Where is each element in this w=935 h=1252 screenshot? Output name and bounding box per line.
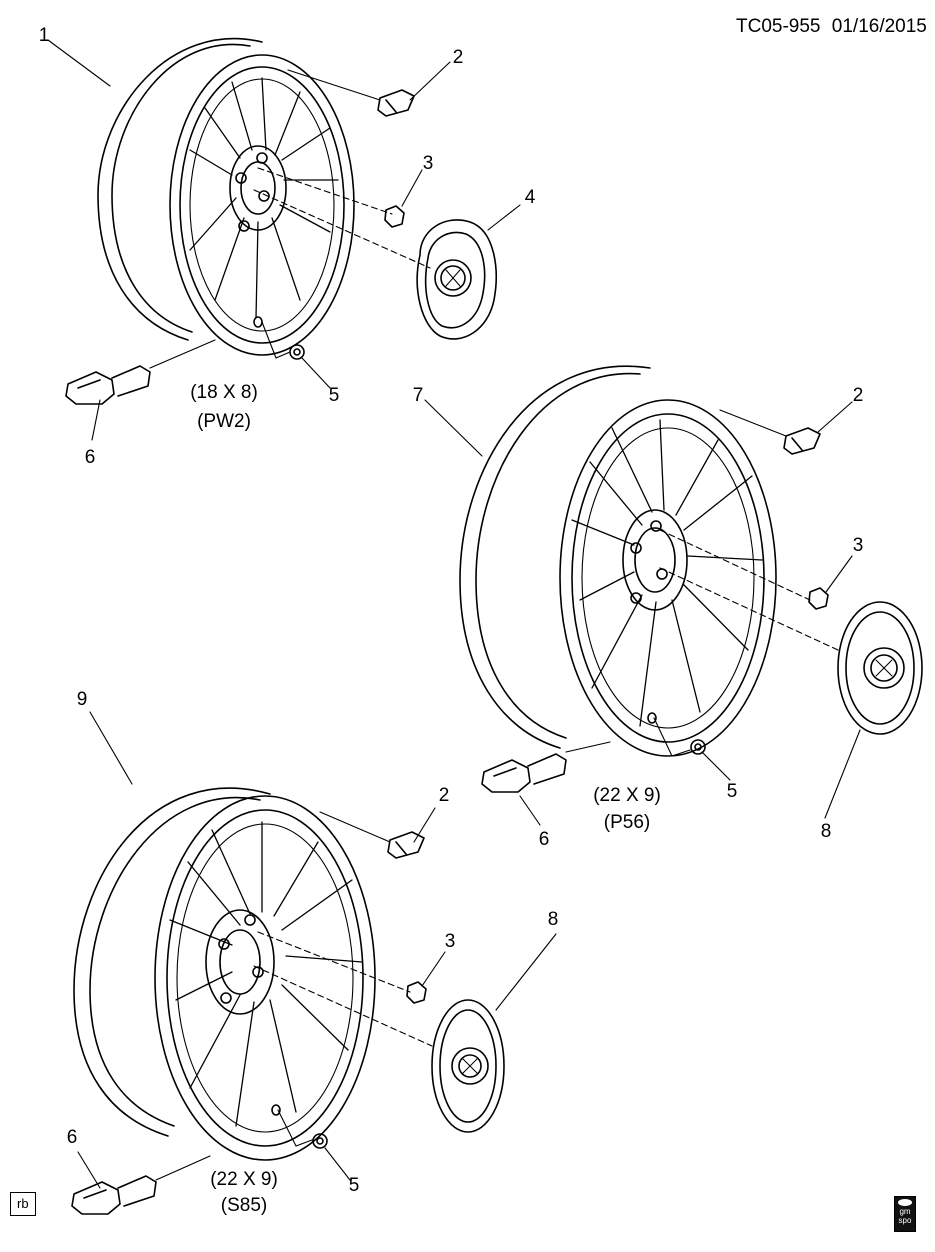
wheel-2 — [459, 365, 777, 757]
wheel-2-code: (P56) — [603, 812, 651, 833]
callout-5: 5 — [328, 385, 340, 406]
logo-oval-icon — [898, 1199, 912, 1206]
callout-6: 6 — [66, 1127, 78, 1148]
callout-2: 2 — [852, 385, 864, 406]
wheel-2-size: (22 X 9) — [593, 785, 661, 806]
wheel-3 — [73, 787, 376, 1161]
wheel-1-size: (18 X 8) — [190, 382, 258, 403]
callout-7: 7 — [412, 385, 424, 406]
callout-5: 5 — [726, 781, 738, 802]
illustrator-badge: rb — [10, 1192, 36, 1216]
center-cap-1 — [416, 219, 497, 340]
tpms-sensor-2 — [481, 753, 567, 793]
callout-2: 2 — [438, 785, 450, 806]
reference-code: TC05-955 — [736, 16, 821, 37]
tpms-sensor-3 — [71, 1175, 157, 1215]
callout-5: 5 — [348, 1175, 360, 1196]
callout-9: 9 — [76, 689, 88, 710]
callout-6: 6 — [84, 447, 96, 468]
callout-3: 3 — [852, 535, 864, 556]
callout-3: 3 — [422, 153, 434, 174]
wheel-3-size: (22 X 9) — [210, 1169, 278, 1190]
callout-1: 1 — [38, 25, 50, 46]
gm-spo-logo: gm spo — [894, 1196, 916, 1232]
center-cap-3 — [431, 999, 505, 1133]
center-cap-2 — [837, 601, 923, 735]
callout-6: 6 — [538, 829, 550, 850]
wheel-3-code: (S85) — [220, 1195, 268, 1216]
logo-text-top: gm — [899, 1207, 911, 1216]
callout-8: 8 — [820, 821, 832, 842]
callout-2: 2 — [452, 47, 464, 68]
callout-8: 8 — [547, 909, 559, 930]
tpms-sensor-1 — [65, 365, 151, 405]
reference-date: 01/16/2015 — [831, 16, 927, 37]
logo-text-bottom: spo — [898, 1216, 912, 1225]
callout-3: 3 — [444, 931, 456, 952]
wheel-1-code: (PW2) — [197, 411, 251, 432]
wheel-1 — [97, 37, 355, 356]
diagram-reference: TC05-955 01/16/2015 — [736, 17, 927, 37]
callout-4: 4 — [524, 187, 536, 208]
